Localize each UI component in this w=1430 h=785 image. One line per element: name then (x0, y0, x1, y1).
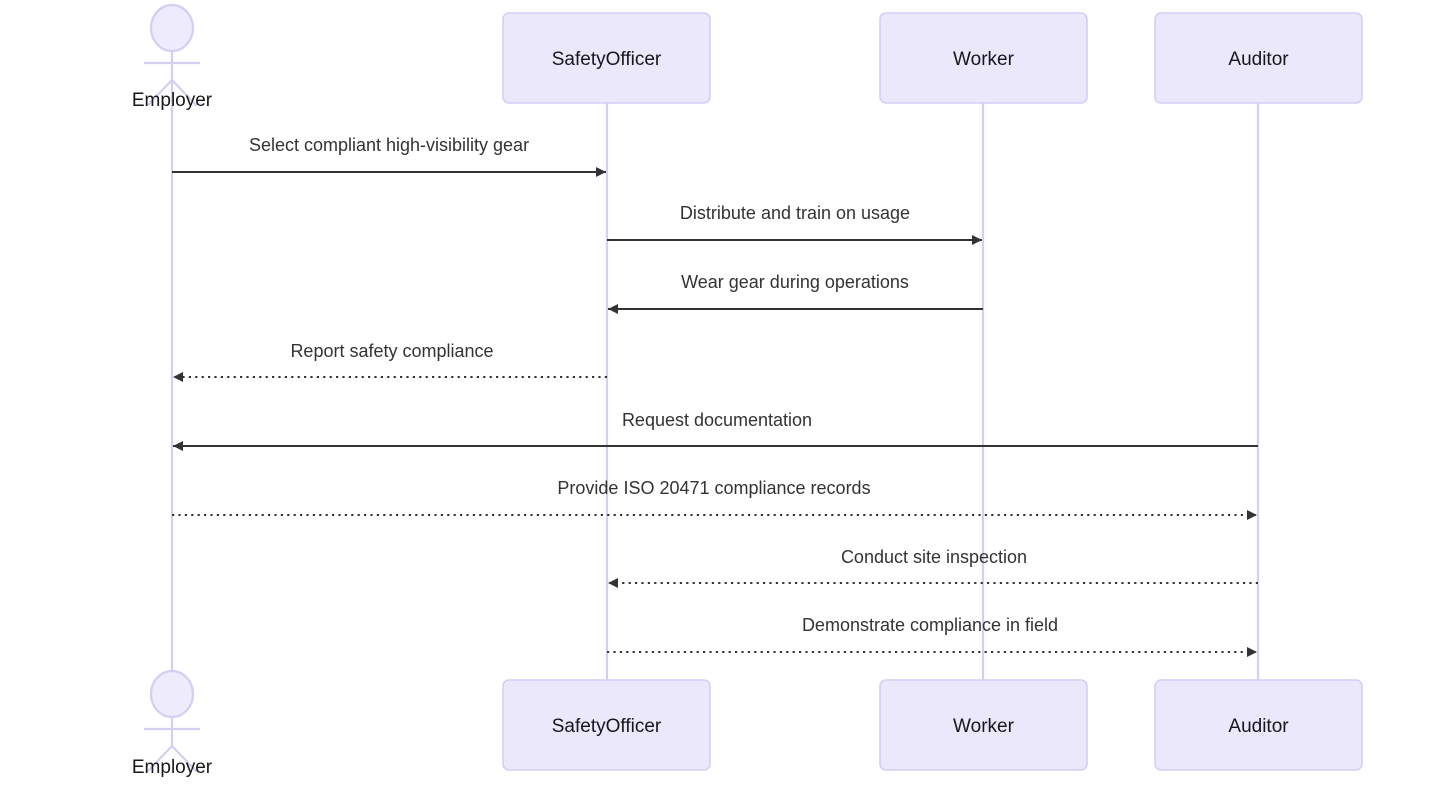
participant-box-worker-top[interactable] (879, 12, 1088, 104)
participant-box-worker-bottom[interactable] (879, 679, 1088, 771)
actor-left-leg-icon (146, 78, 174, 107)
message-7[interactable]: Conduct site inspection (608, 547, 1258, 588)
participant-safetyofficer-bottom[interactable]: SafetyOfficer (502, 679, 711, 771)
participant-label-worker-bottom: Worker (953, 716, 1015, 737)
participant-label-auditor-top: Auditor (1228, 49, 1289, 70)
participant-auditor-bottom[interactable]: Auditor (1154, 679, 1363, 771)
message-1[interactable]: Select compliant high-visibility gear (172, 135, 606, 177)
messages-layer: Select compliant high-visibility gearDis… (172, 135, 1258, 657)
actor-employer-top[interactable]: Employer (132, 3, 213, 111)
message-5[interactable]: Request documentation (173, 410, 1258, 451)
participants-layer: EmployerEmployerSafetyOfficerSafetyOffic… (132, 3, 1363, 778)
message-4[interactable]: Report safety compliance (173, 341, 607, 382)
participant-safetyofficer-top[interactable]: SafetyOfficer (502, 12, 711, 104)
participant-box-auditor-bottom[interactable] (1154, 679, 1363, 771)
participant-box-safetyofficer-top[interactable] (502, 12, 711, 104)
message-label-7: Conduct site inspection (841, 547, 1027, 567)
actor-employer-bottom[interactable]: Employer (132, 669, 213, 778)
participant-label-safetyofficer-top: SafetyOfficer (552, 49, 662, 70)
participant-label-auditor-bottom: Auditor (1228, 716, 1289, 737)
message-label-8: Demonstrate compliance in field (802, 615, 1058, 635)
message-8[interactable]: Demonstrate compliance in field (607, 615, 1257, 657)
message-6[interactable]: Provide ISO 20471 compliance records (172, 478, 1257, 520)
participant-label-worker-top: Worker (953, 49, 1015, 70)
message-label-6: Provide ISO 20471 compliance records (557, 478, 870, 498)
participant-worker-top[interactable]: Worker (879, 12, 1088, 104)
message-2[interactable]: Distribute and train on usage (607, 203, 982, 245)
actor-head-icon (149, 3, 195, 53)
actor-label-employer-top: Employer (132, 90, 213, 111)
actor-right-leg-icon (170, 744, 198, 773)
participant-worker-bottom[interactable]: Worker (879, 679, 1088, 771)
message-label-5: Request documentation (622, 410, 812, 430)
actor-right-leg-icon (170, 78, 198, 107)
participant-auditor-top[interactable]: Auditor (1154, 12, 1363, 104)
message-label-2: Distribute and train on usage (680, 203, 910, 223)
participant-box-auditor-top[interactable] (1154, 12, 1363, 104)
actor-figure-icon (143, 3, 201, 107)
actor-label-employer-bottom: Employer (132, 757, 213, 778)
actor-figure-icon (143, 669, 201, 773)
message-label-3: Wear gear during operations (681, 272, 909, 292)
participant-label-safetyofficer-bottom: SafetyOfficer (552, 716, 662, 737)
actor-left-leg-icon (146, 744, 174, 773)
message-label-4: Report safety compliance (290, 341, 493, 361)
message-3[interactable]: Wear gear during operations (608, 272, 983, 314)
message-label-1: Select compliant high-visibility gear (249, 135, 529, 155)
participant-box-safetyofficer-bottom[interactable] (502, 679, 711, 771)
actor-head-icon (149, 669, 195, 719)
